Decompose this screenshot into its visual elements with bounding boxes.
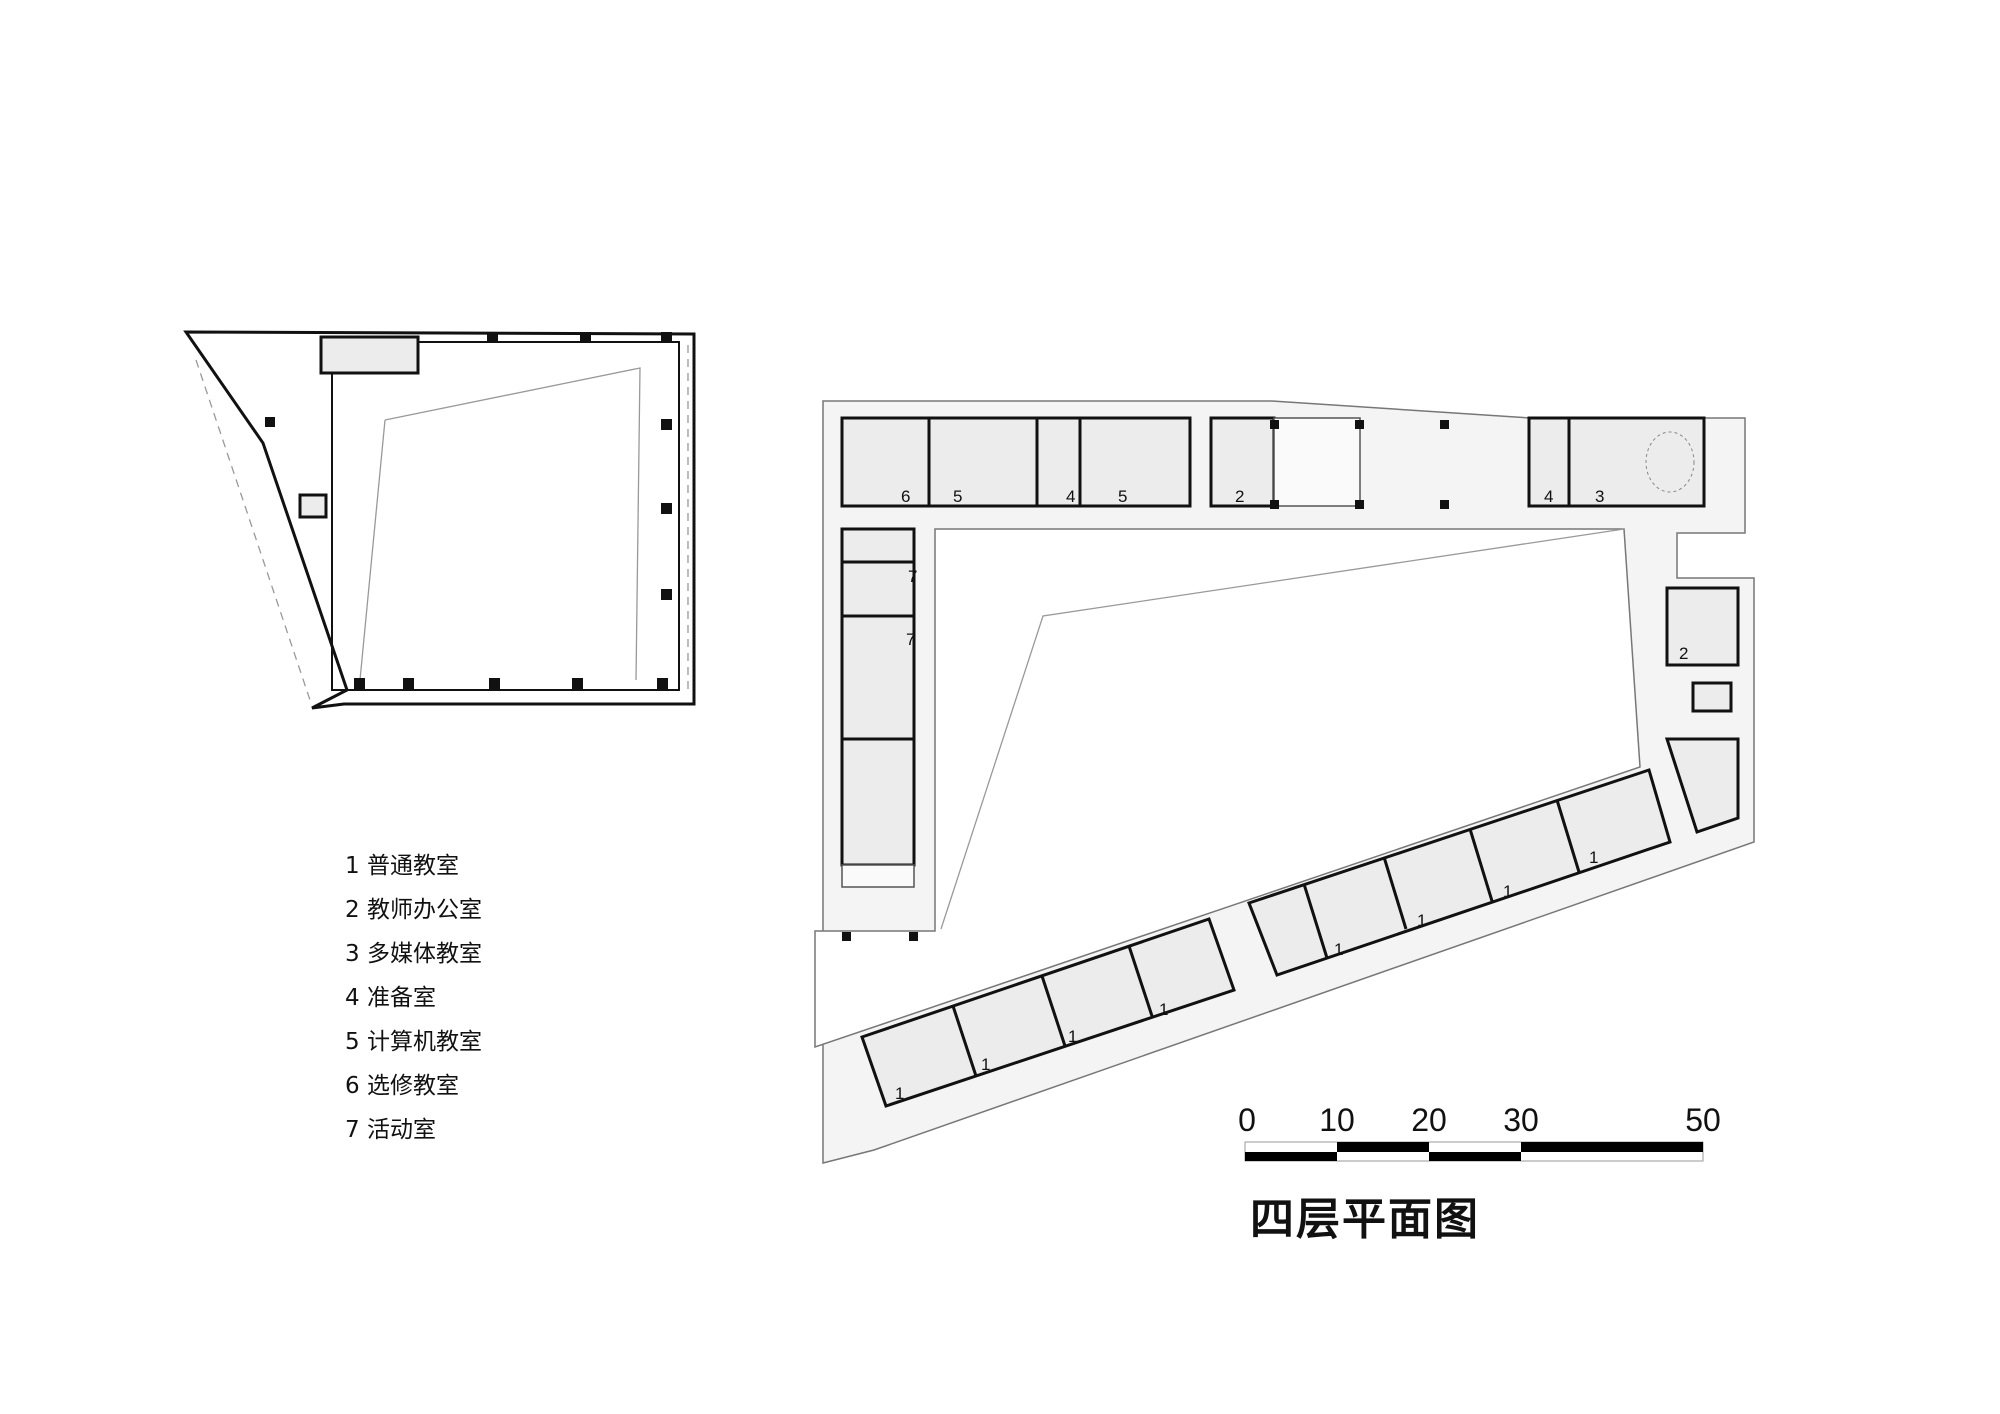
room-computer [1078, 416, 1192, 508]
fourth-floor-plan: 6 5 4 5 2 4 3 7 7 2 1 1 1 1 1 1 1 1 [814, 400, 1755, 1164]
legend-item: 2 教师办公室 [345, 897, 482, 923]
room-elevator-right [1691, 681, 1733, 713]
classroom-group-west [860, 917, 1236, 1108]
scale-label: 20 [1411, 1102, 1447, 1138]
stage-ellipse [1645, 431, 1695, 493]
room-label: 4 [1066, 487, 1075, 506]
room-restrooms-right [1664, 737, 1740, 834]
room-label: 6 [901, 487, 910, 506]
scale-bar-segment [1245, 1152, 1337, 1161]
room-label: 5 [953, 487, 962, 506]
scale-label: 30 [1503, 1102, 1539, 1138]
scale-bar-segment [1429, 1152, 1521, 1161]
room-label: 1 [895, 1084, 904, 1103]
scale-bar: 0 10 20 30 50 [1238, 1102, 1721, 1162]
room-label: 2 [1235, 487, 1244, 506]
room-prep [1527, 416, 1571, 508]
key-plan-dashed-edge [195, 359, 311, 701]
room-activity [840, 560, 916, 618]
room-multimedia [1567, 416, 1706, 508]
scale-label: 0 [1238, 1102, 1256, 1138]
scale-label: 10 [1319, 1102, 1355, 1138]
key-plan-outline [183, 330, 696, 710]
key-plan-core [319, 335, 420, 375]
room-label: 1 [1068, 1027, 1077, 1046]
room-label: 1 [1503, 882, 1512, 901]
room-label: 3 [1595, 487, 1604, 506]
room-label: 1 [1417, 911, 1426, 930]
legend-item: 5 计算机教室 [345, 1029, 482, 1055]
legend: 1 普通教室 2 教师办公室 3 多媒体教室 4 准备室 5 计算机教室 6 选… [345, 853, 482, 1143]
stair-hall [1273, 417, 1361, 507]
room-office [1209, 416, 1276, 508]
room-office-right [1665, 586, 1740, 667]
room-restrooms [840, 737, 916, 867]
drawing-title: 四层平面图 [1250, 1194, 1480, 1245]
room-label: 2 [1679, 644, 1688, 663]
legend-item: 7 活动室 [345, 1117, 436, 1143]
legend-item: 4 准备室 [345, 985, 436, 1011]
legend-item: 1 普通教室 [345, 853, 459, 879]
key-plan-columns [265, 332, 672, 689]
key-plan-room [298, 493, 328, 519]
scale-bar-segment [1337, 1142, 1429, 1152]
scale-bar-segment [1521, 1142, 1703, 1152]
key-plan-courtyard [331, 341, 680, 691]
room-label: 7 [906, 630, 915, 649]
legend-item: 6 选修教室 [345, 1073, 459, 1099]
key-plan [183, 330, 696, 710]
legend-item: 3 多媒体教室 [345, 941, 482, 967]
key-plan-diagonal [359, 419, 386, 681]
room-activity [840, 614, 916, 741]
courtyard-diagonal [940, 528, 1625, 930]
structural-columns [842, 420, 1449, 941]
room-label: 5 [1118, 487, 1127, 506]
key-plan-diagonal [384, 367, 641, 681]
classroom-dividers [951, 799, 1581, 1077]
scale-label: 50 [1685, 1102, 1721, 1138]
room-number-labels: 6 5 4 5 2 4 3 7 7 2 1 1 1 1 1 1 1 1 [895, 487, 1688, 1103]
stair-left [841, 864, 915, 888]
room-label: 1 [1589, 848, 1598, 867]
room-label: 1 [1334, 940, 1343, 959]
room-label: 1 [1159, 1000, 1168, 1019]
room-elective [840, 416, 931, 508]
room-elevator [840, 527, 916, 564]
room-label: 7 [908, 567, 917, 586]
room-computer [927, 416, 1039, 508]
room-label: 1 [981, 1055, 990, 1074]
room-label: 4 [1544, 487, 1553, 506]
